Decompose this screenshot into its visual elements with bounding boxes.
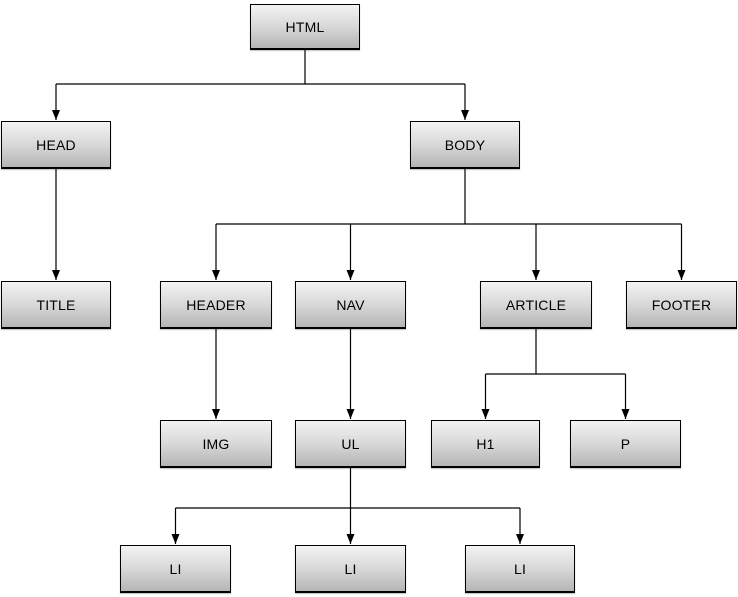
node-li2: LI (295, 545, 406, 593)
node-label: HTML (285, 18, 325, 35)
node-img: IMG (160, 420, 272, 468)
node-p: P (570, 420, 681, 468)
node-label: LI (513, 560, 527, 577)
node-header: HEADER (160, 281, 272, 329)
node-label: TITLE (36, 296, 76, 313)
node-title: TITLE (1, 281, 111, 329)
node-head: HEAD (1, 121, 111, 169)
node-nav: NAV (295, 281, 406, 329)
node-ul: UL (295, 420, 406, 468)
node-label: H1 (476, 435, 495, 452)
node-label: BODY (444, 136, 486, 153)
node-label: FOOTER (651, 296, 712, 313)
node-label: LI (169, 560, 182, 577)
node-html: HTML (250, 4, 360, 50)
node-label: NAV (336, 296, 365, 313)
node-li3: LI (465, 545, 575, 593)
node-footer: FOOTER (626, 281, 737, 329)
node-li1: LI (120, 545, 231, 593)
node-label: HEADER (186, 296, 246, 313)
node-article: ARTICLE (480, 281, 592, 329)
node-label: P (620, 435, 631, 452)
node-label: HEAD (36, 136, 76, 153)
node-label: IMG (202, 435, 230, 452)
node-label: UL (341, 435, 360, 452)
node-body: BODY (410, 121, 520, 169)
node-h1: H1 (431, 420, 540, 468)
node-label: LI (344, 560, 357, 577)
node-label: ARTICLE (505, 296, 567, 313)
